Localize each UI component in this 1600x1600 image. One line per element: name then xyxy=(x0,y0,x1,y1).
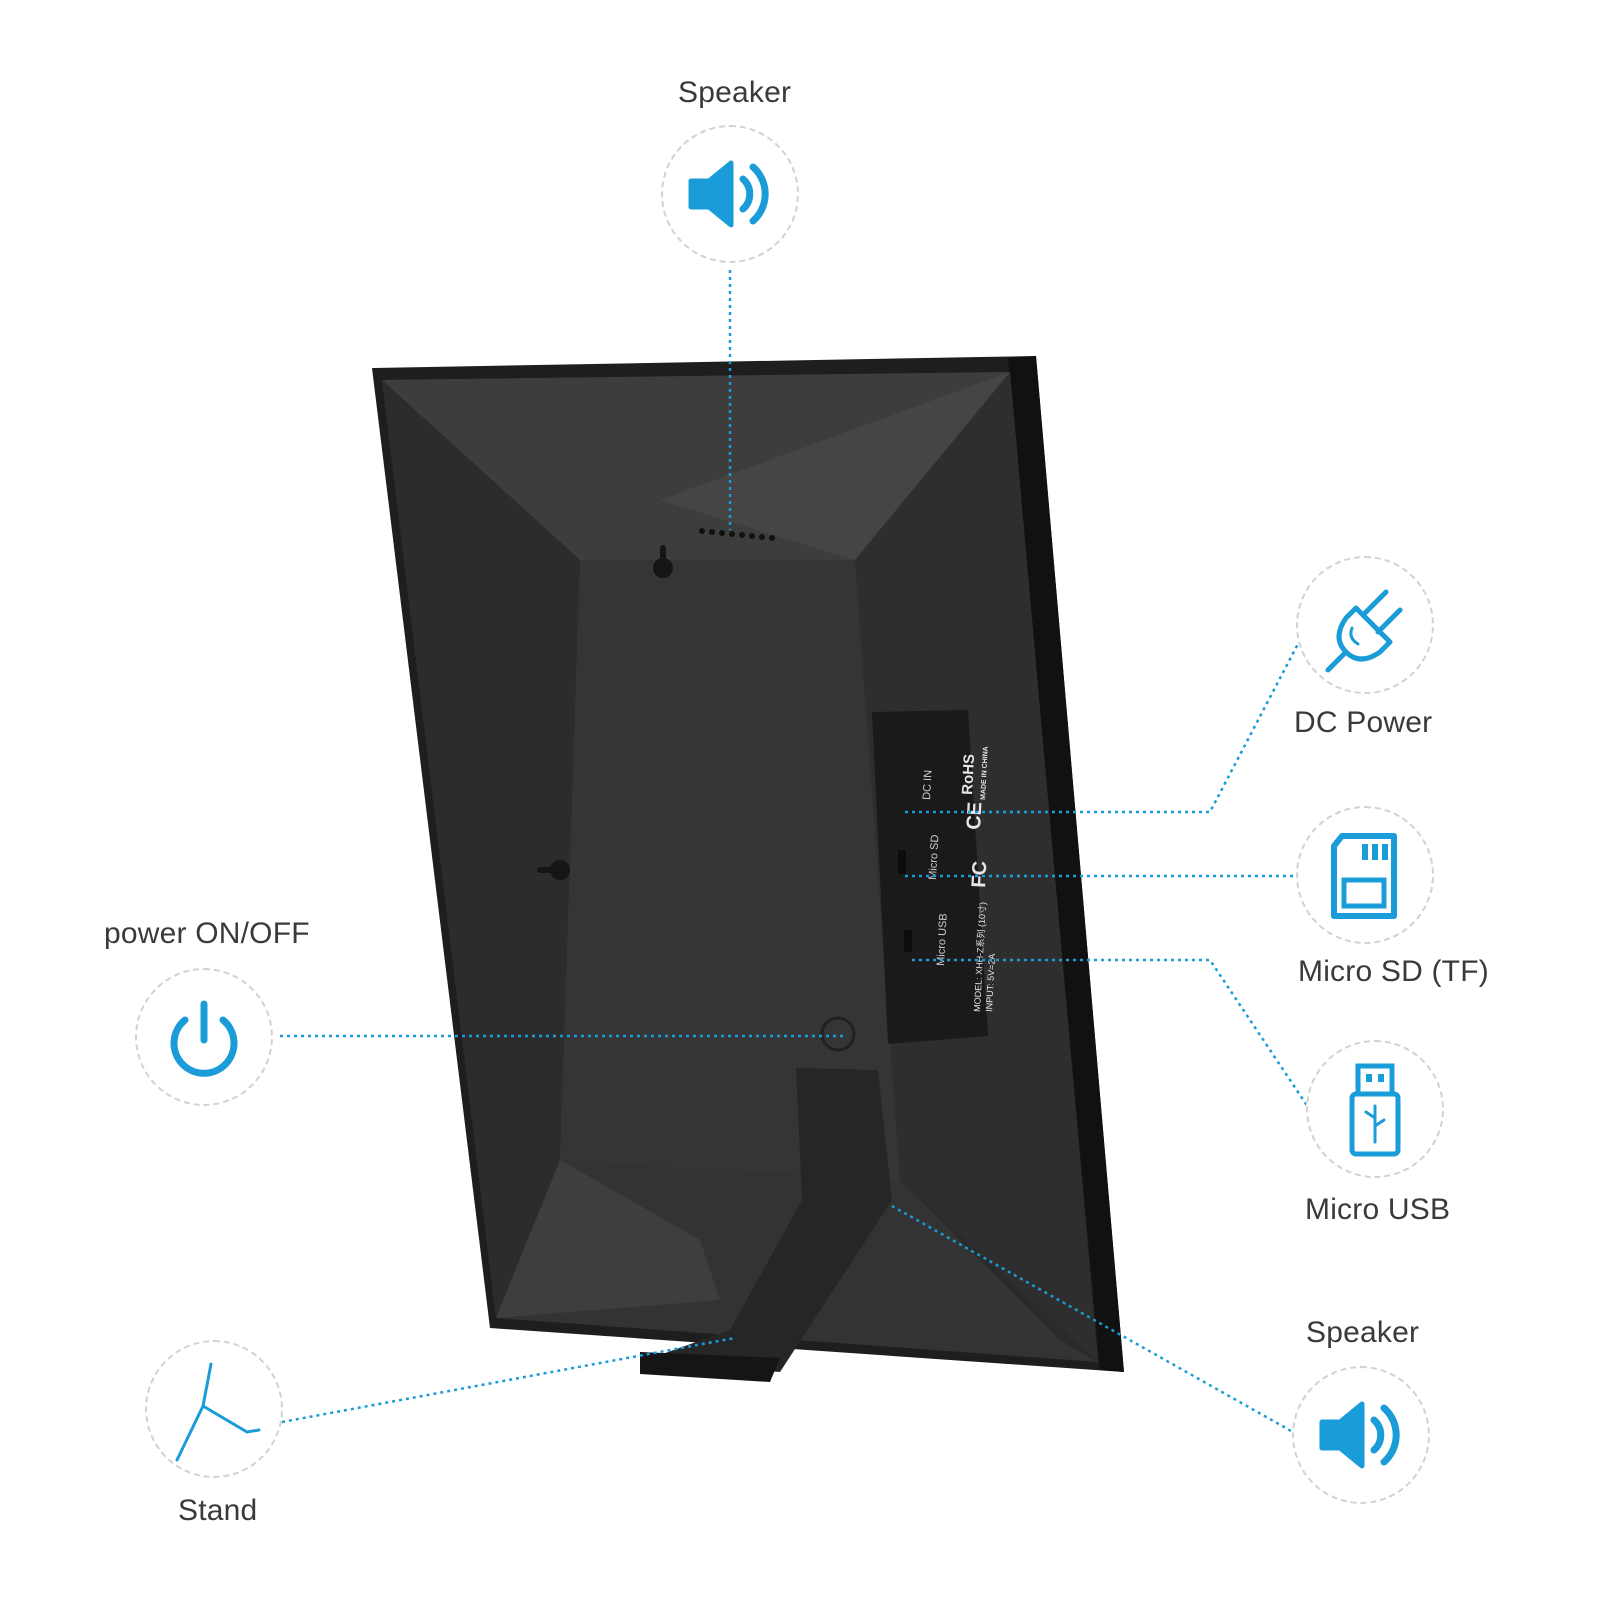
center-plate xyxy=(560,560,900,1180)
stand-leg xyxy=(640,1068,892,1372)
speaker-icon xyxy=(1319,1401,1400,1469)
port-label-micro-sd: Micro SD xyxy=(927,834,941,880)
cert-origin: MADE IN CHINA xyxy=(980,746,990,800)
label-micro-sd: Micro SD (TF) xyxy=(1298,955,1489,988)
label-power: power ON/OFF xyxy=(104,917,310,950)
port-label-micro-usb: Micro USB xyxy=(935,913,950,966)
label-stand: Stand xyxy=(178,1494,258,1527)
port-label-dc-in: DC IN xyxy=(921,770,935,801)
speaker-grille-top xyxy=(699,528,775,541)
stand-foot xyxy=(640,1352,780,1382)
label-speaker-top: Speaker xyxy=(678,76,792,109)
speaker-icon xyxy=(688,160,769,228)
sd-card-icon xyxy=(1331,833,1397,919)
callout-stand xyxy=(145,1340,283,1478)
callout-micro-usb xyxy=(1306,1040,1444,1178)
cert-ce: CE xyxy=(963,801,986,830)
line-speaker-bottom xyxy=(891,1204,1301,1438)
line-dc-power xyxy=(905,639,1302,814)
micro-sd-slot xyxy=(898,850,906,874)
frame-edge xyxy=(1008,356,1124,1372)
power-button-icon xyxy=(170,1000,238,1077)
callout-speaker-bottom xyxy=(1292,1366,1430,1504)
facet-top-light xyxy=(660,372,1010,560)
cert-input: INPUT: 5V=2A xyxy=(984,953,997,1012)
power-button-device xyxy=(820,1016,856,1052)
line-stand xyxy=(281,1336,736,1424)
label-speaker-bottom: Speaker xyxy=(1306,1316,1420,1349)
wall-mount-keyhole-left xyxy=(537,860,570,880)
micro-usb-slot xyxy=(904,930,912,952)
label-dc-power: DC Power xyxy=(1294,706,1433,739)
stand-icon xyxy=(175,1362,261,1462)
callout-dc-power xyxy=(1296,556,1434,694)
facet-left xyxy=(382,380,580,1318)
connector-lines xyxy=(280,270,1312,1438)
port-label-block xyxy=(872,710,988,1044)
usb-icon xyxy=(1349,1063,1401,1157)
cert-fcc: FC xyxy=(968,860,991,888)
power-plug-icon xyxy=(1325,589,1403,673)
port-label-text: DC IN Micro SD Micro USB xyxy=(921,770,950,967)
callout-power xyxy=(135,968,273,1106)
callout-speaker-top xyxy=(661,125,799,263)
label-micro-usb: Micro USB xyxy=(1305,1193,1451,1226)
facet-bottom-left xyxy=(496,1160,720,1318)
cert-rohs: RoHS xyxy=(959,754,978,796)
callout-micro-sd xyxy=(1296,806,1434,944)
line-micro-usb xyxy=(912,958,1312,1111)
wall-mount-keyhole-top xyxy=(653,545,673,578)
